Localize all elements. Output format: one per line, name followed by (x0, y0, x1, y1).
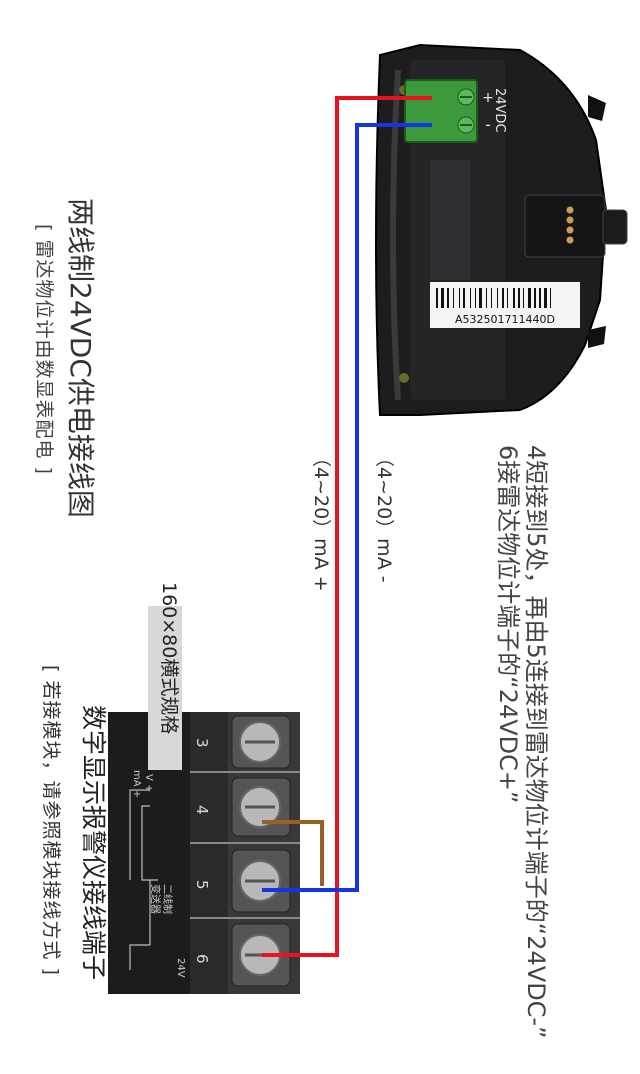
radar-level-meter: A532501711440D + - 24VDC (375, 43, 628, 416)
spec-label: 160×80横式规格 (158, 582, 180, 735)
label-v-plus: V + (143, 774, 154, 792)
terminal-screw-6 (231, 923, 291, 987)
terminal-screw-3 (231, 715, 291, 769)
barcode-label (430, 282, 580, 328)
red-wire (262, 96, 432, 957)
label-24v: 24V (175, 958, 186, 978)
terminal-number: 4 (193, 805, 211, 815)
terminal-title: 数字显示报警仪接线端子 (79, 705, 108, 981)
wiring-note-line-2: 6接雷达物位计端子的“24VDC+” (494, 445, 522, 804)
terminal-subtitle: [ 若接模块，请参照模块接线方式 ] (40, 665, 62, 976)
wires (262, 96, 432, 957)
terminal-block: 3 4 5 6 V + mA + 二线制 变送器 24V (108, 606, 300, 994)
terminal-screw-4 (231, 777, 291, 837)
blue-wire (262, 123, 432, 892)
radar-port-pins (566, 206, 574, 244)
terminal-number: 6 (193, 954, 211, 964)
connector-voltage-label: 24VDC (492, 88, 507, 133)
terminal-number: 5 (193, 880, 211, 890)
label-ma-plus: mA + (131, 770, 142, 798)
radar-port (524, 194, 606, 258)
main-title: 两线制24VDC供电接线图 (64, 198, 97, 518)
serial-number: A532501711440D (455, 313, 555, 326)
current-positive-label: （4~20）mA + (310, 448, 332, 592)
spec-label-bg (148, 606, 182, 770)
wiring-note-line-1: 4短接到5处，再由5连接到雷达物位计端子的“24VDC-” (522, 445, 550, 1039)
radar-screw-icon (399, 373, 409, 383)
label-transmitter: 变送器 (149, 884, 162, 914)
terminal-schematic (129, 789, 158, 970)
label-two-wire: 二线制 (161, 884, 174, 914)
terminal-screw-5 (231, 849, 291, 913)
connector-minus-sign: - (485, 115, 491, 134)
terminal-number: 3 (193, 738, 211, 748)
brown-jumper-wire (262, 820, 324, 886)
barcode (436, 288, 551, 308)
connector-plus-sign: + (482, 90, 494, 106)
radar-recess (430, 160, 470, 280)
current-negative-label: （4~20）mA - (373, 448, 395, 583)
main-subtitle: [ 雷达物位计由数显表配电 ] (33, 224, 55, 475)
